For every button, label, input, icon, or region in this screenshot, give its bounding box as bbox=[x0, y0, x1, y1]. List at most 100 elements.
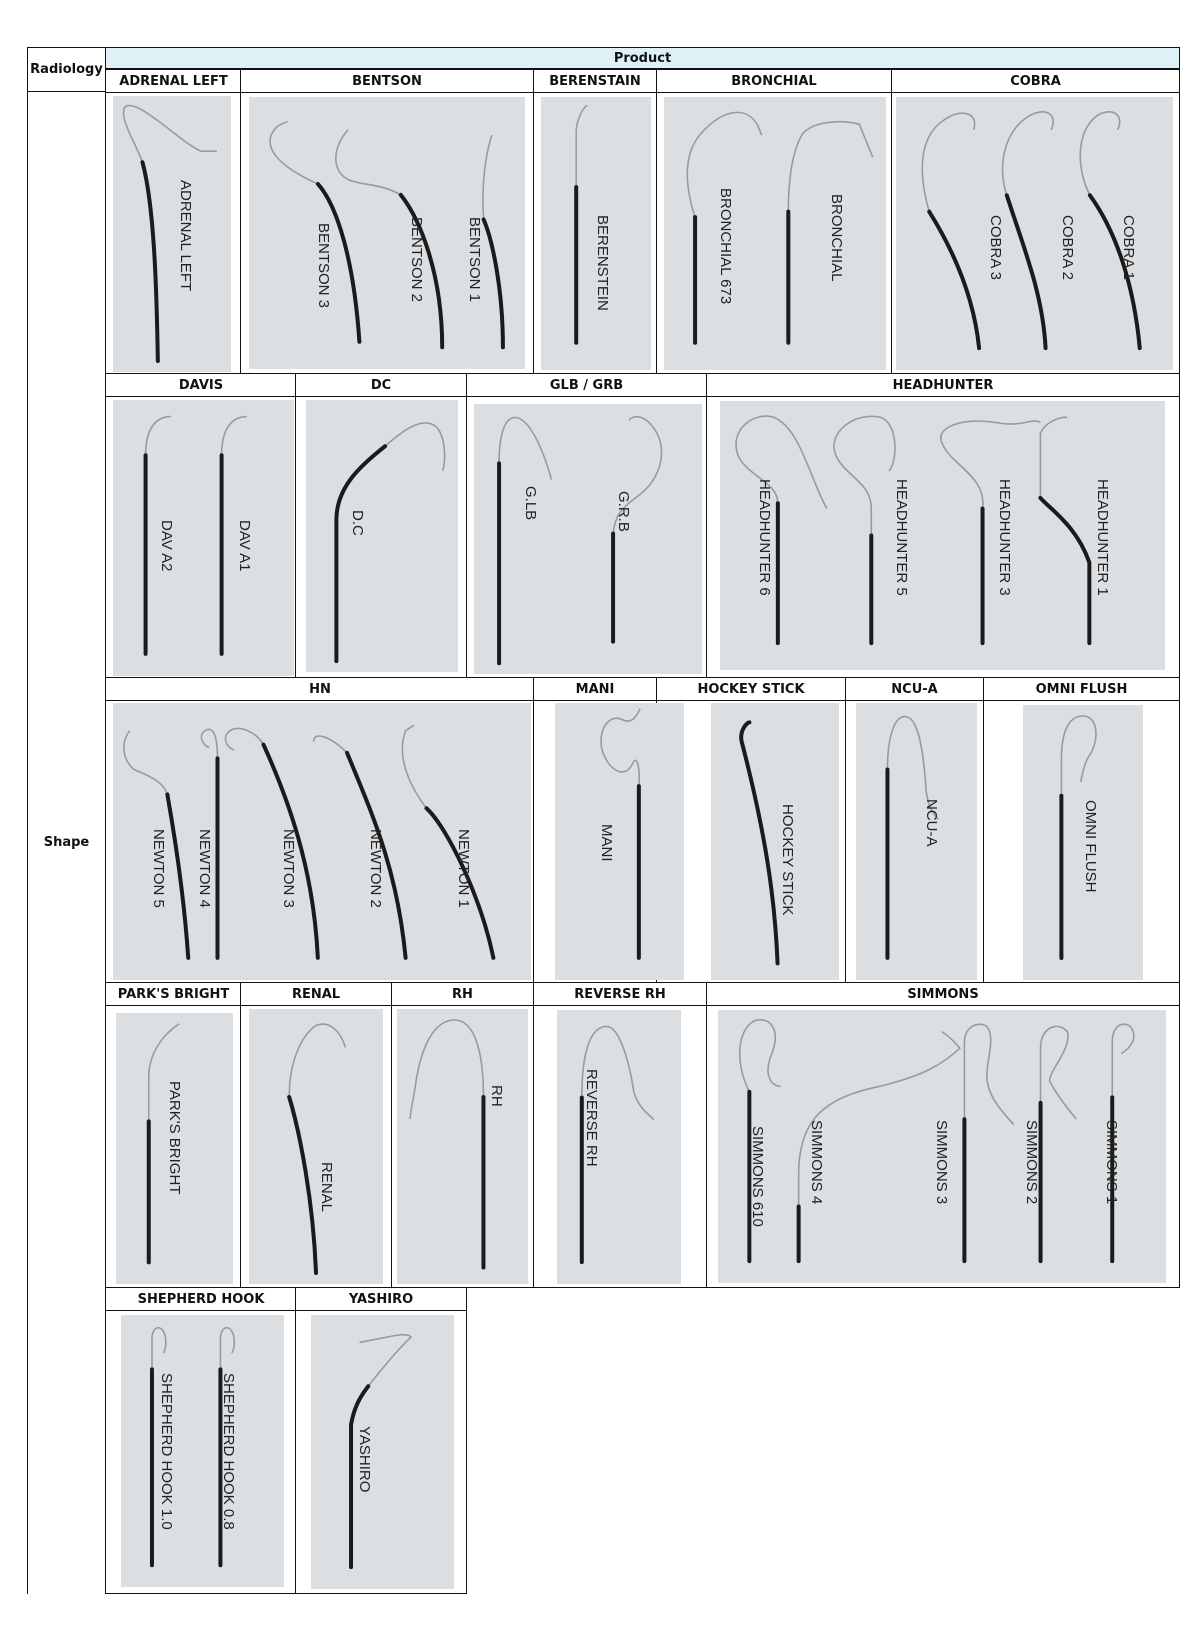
product-header-bentson: BENTSON bbox=[352, 73, 422, 89]
catheter-label-berenstein: BERENSTEIN bbox=[593, 215, 611, 312]
product-header-headhunter: HEADHUNTER bbox=[892, 377, 994, 393]
catheter-tip-cobra-2 bbox=[1003, 112, 1054, 195]
product-header-glb-grb: GLB / GRB bbox=[549, 377, 624, 393]
product-photo-yashiro: YASHIRO bbox=[311, 1315, 454, 1589]
catheter-label-park-s-bright: PARK'S BRIGHT bbox=[165, 1081, 183, 1195]
catheter-tip-yashiro bbox=[360, 1335, 411, 1387]
catheter-label-bronchial: BRONCHIAL bbox=[828, 193, 846, 282]
catheter-tip-headhunter-1 bbox=[1040, 417, 1067, 498]
product-header-hn: HN bbox=[309, 681, 331, 697]
catheter-label-simmons-610: SIMMONS 610 bbox=[749, 1125, 767, 1227]
catheter-tip-bentson-3 bbox=[270, 121, 318, 184]
catheter-label-d-c: D.C bbox=[348, 509, 366, 536]
band-4-product-0-divider bbox=[295, 1287, 296, 1594]
product-photo-park-s-bright: PARK'S BRIGHT bbox=[116, 1013, 233, 1284]
band-3-header-bottom bbox=[105, 1005, 1180, 1006]
catheter-label-simmons-4: SIMMONS 4 bbox=[807, 1120, 825, 1205]
catheter-body-newton-5 bbox=[167, 794, 188, 957]
product-photo-dc: D.C bbox=[306, 400, 458, 672]
product-header-bronchial: BRONCHIAL bbox=[731, 73, 817, 89]
catheter-body-hockey-stick bbox=[741, 722, 777, 963]
band-2-header-top bbox=[105, 677, 1180, 678]
product-photo-reverse-rh: REVERSE RH bbox=[557, 1010, 681, 1284]
radiology-divider bbox=[105, 47, 106, 1594]
catheter-tip-reverse-rh bbox=[582, 1026, 654, 1119]
catheter-tip-renal bbox=[289, 1024, 345, 1097]
band-0-header-top bbox=[105, 69, 1180, 70]
product-header-dc: DC bbox=[370, 377, 392, 393]
band-0-product-1-divider bbox=[533, 69, 534, 374]
product-header-mani: MANI bbox=[575, 681, 615, 697]
catheter-tip-newton-2 bbox=[314, 736, 347, 753]
catheter-tip-headhunter-6 bbox=[736, 416, 827, 508]
frame-left bbox=[27, 47, 28, 1594]
catheter-tip-simmons-3 bbox=[964, 1024, 1013, 1124]
band-2-product-4-divider bbox=[1179, 677, 1180, 983]
band-4-product-1-divider bbox=[466, 1287, 467, 1594]
band-0-product-3-divider bbox=[891, 69, 892, 374]
catheter-drawing bbox=[306, 400, 458, 672]
catheter-tip-shepherd-hook-1-0 bbox=[152, 1328, 166, 1370]
catheter-body-yashiro bbox=[351, 1386, 368, 1567]
band-0-product-2-divider bbox=[656, 69, 657, 374]
band-2-product-0-divider bbox=[533, 677, 534, 983]
band-2-header-bottom bbox=[105, 700, 1180, 701]
catheter-drawing bbox=[397, 1009, 528, 1284]
product-header-ncu-a: NCU-A bbox=[891, 681, 938, 697]
catheter-body-cobra-3 bbox=[929, 212, 979, 349]
catheter-body-adrenal-left bbox=[143, 162, 158, 361]
catheter-drawing bbox=[474, 404, 702, 674]
catheter-drawing bbox=[718, 1010, 1166, 1283]
product-header-berenstain: BERENSTAIN bbox=[549, 73, 641, 89]
catheter-tip-mani bbox=[601, 709, 640, 787]
catheter-body-newton-3 bbox=[263, 745, 317, 958]
catheter-label-g-r-b: G.R.B bbox=[615, 490, 633, 532]
catheter-drawing bbox=[249, 97, 525, 369]
product-photo-adrenal-left: ADRENAL LEFT bbox=[113, 96, 231, 372]
catheter-drawing bbox=[896, 97, 1173, 370]
catheter-tip-ncu-a bbox=[887, 717, 938, 820]
catheter-tip-dav-a1 bbox=[222, 417, 247, 456]
catheter-label-headhunter-3: HEADHUNTER 3 bbox=[995, 479, 1013, 597]
frame-top bbox=[27, 47, 1180, 48]
catheter-drawing bbox=[116, 1013, 233, 1284]
product-photo-hockey-stick: HOCKEY STICK bbox=[711, 703, 839, 980]
band-0-product-4-divider bbox=[1179, 69, 1180, 374]
catheter-label-bentson-1: BENTSON 1 bbox=[466, 217, 484, 303]
band-1-header-top bbox=[105, 373, 1180, 374]
catheter-drawing bbox=[720, 401, 1165, 670]
band-3-product-4-divider bbox=[1179, 982, 1180, 1288]
band-3-product-0-divider bbox=[240, 982, 241, 1288]
catheter-drawing bbox=[664, 97, 886, 370]
product-header-park-s-bright: PARK'S BRIGHT bbox=[117, 986, 230, 1002]
catheter-label-adrenal-left: ADRENAL LEFT bbox=[177, 180, 195, 292]
catheter-label-mani: MANI bbox=[597, 823, 615, 862]
product-photo-berenstain: BERENSTEIN bbox=[541, 97, 651, 370]
catheter-tip-newton-3 bbox=[225, 729, 263, 751]
product-header-bottom bbox=[106, 68, 1180, 69]
band-3-product-2-divider bbox=[533, 982, 534, 1288]
catheter-label-ncu-a: NCU-A bbox=[923, 798, 941, 847]
catheter-label-simmons-2: SIMMONS 2 bbox=[1022, 1120, 1040, 1205]
catheter-label-renal: RENAL bbox=[317, 1161, 335, 1212]
catheter-label-headhunter-6: HEADHUNTER 6 bbox=[755, 479, 773, 597]
band-1-product-3-divider bbox=[1179, 373, 1180, 678]
catheter-drawing bbox=[541, 97, 651, 370]
shape-section-label: Shape bbox=[43, 835, 90, 850]
catheter-tip-adrenal-left bbox=[123, 105, 216, 162]
catheter-tip-park-s-bright bbox=[149, 1024, 179, 1122]
catheter-body-bentson-1 bbox=[484, 219, 503, 347]
catheter-tip-newton-5 bbox=[124, 731, 167, 795]
catheter-tip-headhunter-3 bbox=[941, 421, 1041, 509]
catheter-body-headhunter-1 bbox=[1040, 498, 1089, 643]
product-header-yashiro: YASHIRO bbox=[348, 1291, 414, 1307]
band-3-bottom bbox=[105, 1287, 1180, 1288]
band-2-product-3-divider bbox=[983, 677, 984, 983]
